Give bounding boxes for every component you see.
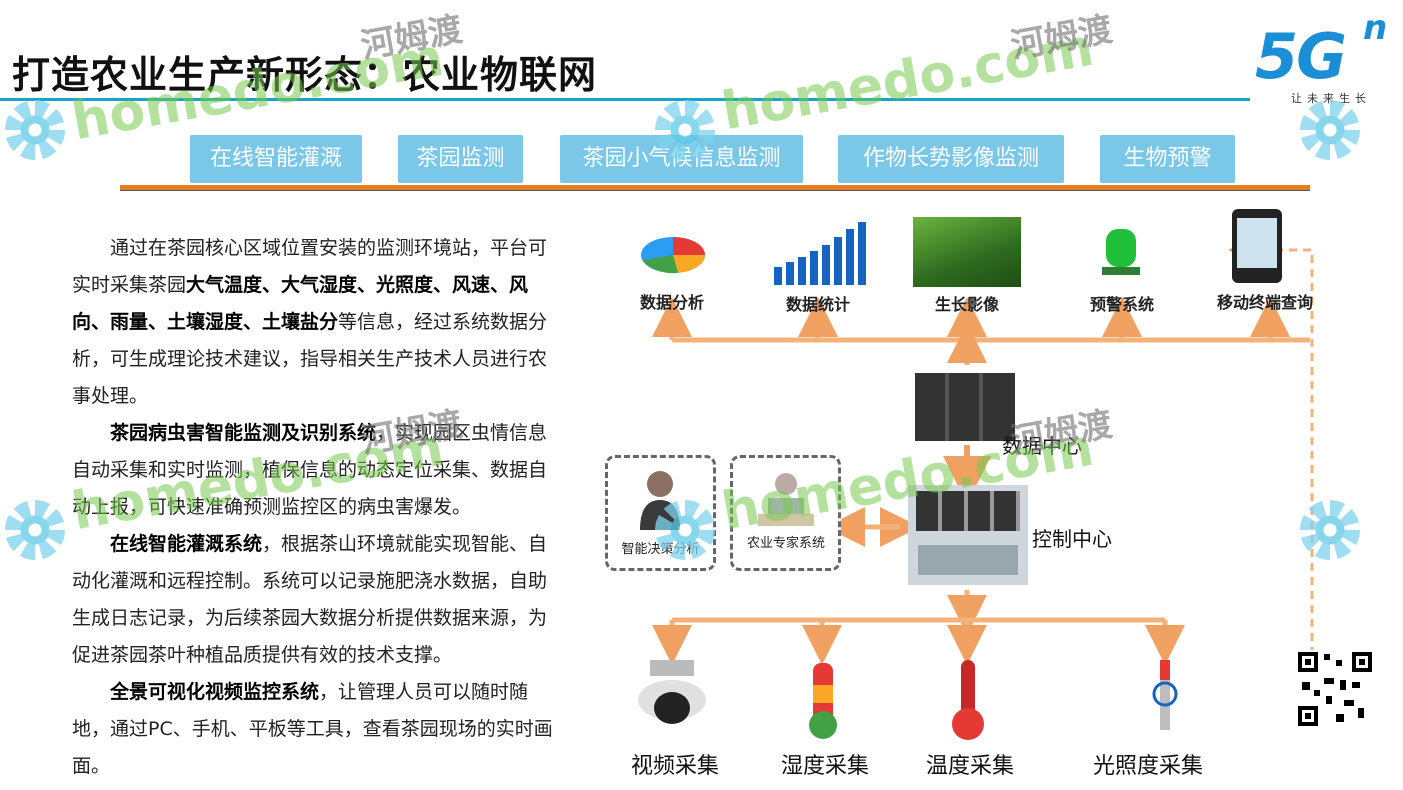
p3-text: ，根据茶山环境就能实现智能、自动化灌溉和远程控制。系统可以记录施肥浇水数据，自助… bbox=[72, 533, 548, 666]
node-label-warning-system: 预警系统 bbox=[1089, 295, 1154, 314]
node-label-growth-image: 生长影像 bbox=[934, 295, 999, 314]
watermark-flower-icon bbox=[655, 100, 715, 160]
p1-text-a: 通过在茶园核心区域位置安装的监测环境站，平台可实时采集茶园 bbox=[72, 237, 548, 296]
bottom-label-temperature: 温度采集 bbox=[925, 754, 1014, 779]
control-room-icon bbox=[908, 485, 1028, 585]
data-center-label: 数据中心 bbox=[1002, 434, 1082, 458]
watermark-flower-icon bbox=[1300, 500, 1360, 560]
tab-online-irrigation[interactable]: 在线智能灌溉 bbox=[190, 135, 362, 183]
watermark-flower-icon bbox=[655, 500, 715, 560]
tab-underline bbox=[120, 185, 1310, 191]
phone-icon bbox=[1232, 209, 1282, 283]
p3-bold: 在线智能灌溉系统 bbox=[110, 533, 263, 555]
logo-slogan: 让未来生长 bbox=[1291, 92, 1371, 105]
p4-text: ，让管理人员可以随时随地，通过PC、手机、平板等工具，查看茶园现场的实时画面。 bbox=[72, 681, 553, 777]
pie-chart-icon bbox=[638, 225, 708, 275]
p1-text-b: 等信息，经过系统数据分析，可生成理论技术建议，指导相关生产技术人员进行农事处理。 bbox=[72, 311, 548, 407]
paragraph-pest: 茶园病虫害智能监测及识别系统，实现园区虫情信息自动采集和实时监测，植保信息的动态… bbox=[72, 415, 562, 526]
iot-diagram: 数据分析 数据统计 生长影像 预警系统 移动终端查询 数据中心 智能决策分析 农… bbox=[600, 205, 1360, 790]
humidity-gauge-icon bbox=[805, 663, 841, 741]
tab-tea-garden-monitoring[interactable]: 茶园监测 bbox=[398, 135, 523, 183]
grass-photo-icon bbox=[913, 217, 1021, 287]
body-text: 通过在茶园核心区域位置安装的监测环境站，平台可实时采集茶园大气温度、大气湿度、光… bbox=[72, 230, 562, 785]
logo-5g: 5G bbox=[1255, 20, 1347, 93]
brand-logo: 5G n 让未来生长 bbox=[1255, 8, 1395, 105]
watermark-homedo-2: homedo.com bbox=[717, 17, 1098, 143]
tab-bio-warning[interactable]: 生物预警 bbox=[1100, 135, 1235, 183]
watermark-flower-icon bbox=[1300, 100, 1360, 160]
thermometer-icon bbox=[950, 660, 986, 742]
p2-text: ，实现园区虫情信息自动采集和实时监测，植保信息的动态定位采集、数据自动上报，可快… bbox=[72, 422, 548, 518]
bottom-label-video: 视频采集 bbox=[630, 754, 719, 779]
expert-icon bbox=[758, 470, 814, 528]
diagram-connectors bbox=[652, 238, 1314, 725]
title-rule bbox=[0, 98, 1250, 101]
node-label-data-statistics: 数据统计 bbox=[785, 295, 850, 314]
server-rack-icon bbox=[915, 373, 1015, 441]
p4-bold: 全景可视化视频监控系统 bbox=[110, 681, 320, 703]
p1-bold: 大气温度、大气湿度、光照度、风速、风向、雨量、土壤湿度、土壤盐分 bbox=[72, 274, 529, 333]
expert-system-box: 农业专家系统 bbox=[730, 455, 841, 571]
expert-system-label: 农业专家系统 bbox=[746, 536, 825, 551]
logo-superscript: n bbox=[1363, 8, 1388, 48]
node-label-data-analysis: 数据分析 bbox=[639, 293, 704, 312]
camera-icon bbox=[632, 660, 712, 730]
bar-chart-icon bbox=[772, 217, 867, 287]
tab-growth-imaging[interactable]: 作物长势影像监测 bbox=[838, 135, 1064, 183]
bottom-label-illuminance: 光照度采集 bbox=[1092, 754, 1203, 779]
p2-bold: 茶园病虫害智能监测及识别系统 bbox=[110, 422, 377, 444]
paragraph-environment: 通过在茶园核心区域位置安装的监测环境站，平台可实时采集茶园大气温度、大气湿度、光… bbox=[72, 230, 562, 415]
bottom-label-humidity: 湿度采集 bbox=[780, 754, 869, 779]
page-title: 打造农业生产新形态：农业物联网 bbox=[12, 53, 598, 97]
paragraph-irrigation: 在线智能灌溉系统，根据茶山环境就能实现智能、自动化灌溉和远程控制。系统可以记录施… bbox=[72, 526, 562, 674]
control-center-label: 控制中心 bbox=[1032, 527, 1112, 551]
node-label-mobile-query: 移动终端查询 bbox=[1216, 293, 1313, 312]
qr-code-icon bbox=[1296, 650, 1374, 728]
watermark-flower-icon bbox=[5, 100, 65, 160]
watermark-cn-2: 河姆渡 bbox=[1007, 9, 1116, 67]
alarm-light-icon bbox=[1100, 223, 1142, 277]
light-sensor-icon bbox=[1150, 660, 1180, 738]
paragraph-video: 全景可视化视频监控系统，让管理人员可以随时随地，通过PC、手机、平板等工具，查看… bbox=[72, 674, 562, 785]
watermark-flower-icon bbox=[5, 500, 65, 560]
